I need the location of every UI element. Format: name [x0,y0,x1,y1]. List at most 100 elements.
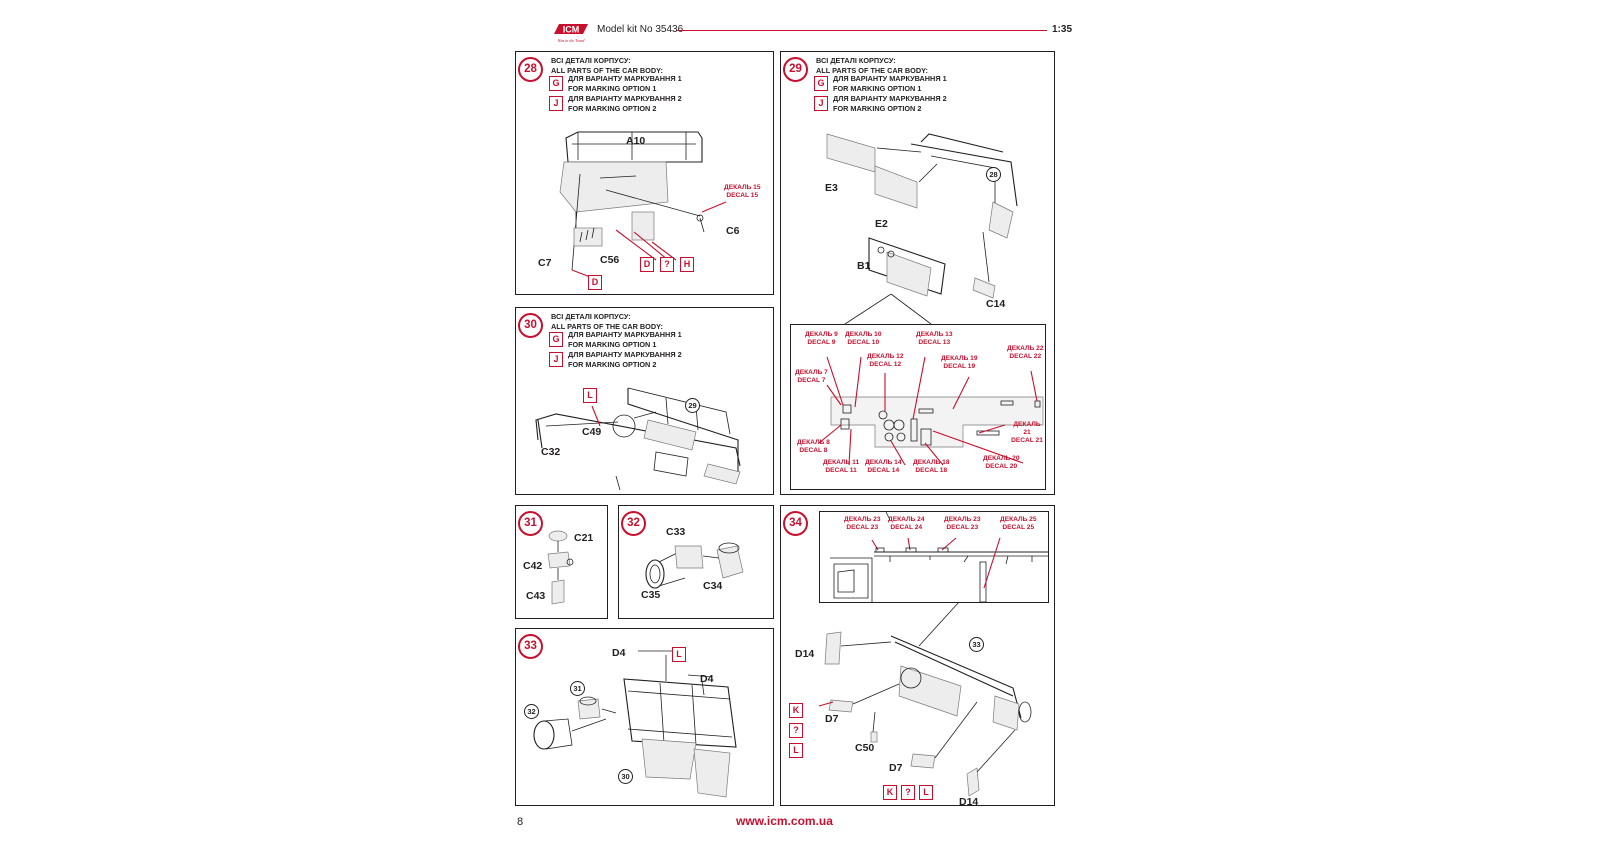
decal-21-label: ДЕКАЛЬ 21 DECAL 21 [1011,421,1043,444]
step-ref-29: 29 [685,398,700,413]
step-30-panel: 30 ВСІ ДЕТАЛІ КОРПУСУ:ALL PARTS OF THE C… [515,307,774,495]
kit-title: Model kit No 35436 [597,24,684,35]
part-label-c50: C50 [855,742,875,754]
part-label-c6: C6 [726,225,740,237]
part-label-e3: E3 [825,182,838,194]
part-label-e2: E2 [875,218,888,230]
part-label-c7: C7 [538,257,552,269]
header-rule [677,30,1047,31]
marking-g: G [549,76,563,91]
decal-24-label: ДЕКАЛЬ 24 DECAL 24 [888,516,925,531]
decal-9-label: ДЕКАЛЬ 9 DECAL 9 [805,331,838,346]
marking-l: L [583,388,597,403]
decal-8-label: ДЕКАЛЬ 8 DECAL 8 [797,439,830,454]
instruction-text: ВСІ ДЕТАЛІ КОРПУСУ:ALL PARTS OF THE CAR … [551,312,663,331]
part-label-c33: C33 [666,526,686,538]
part-label-c49: C49 [582,426,602,438]
part-label-c34: C34 [703,580,723,592]
marking-d: D [640,257,654,272]
instruction-text: ВСІ ДЕТАЛІ КОРПУСУ:ALL PARTS OF THE CAR … [816,56,928,75]
dashboard-detail-inset: ДЕКАЛЬ 9 DECAL 9 ДЕКАЛЬ 10 DECAL 10 ДЕКА… [790,324,1046,490]
part-label-d7-left: D7 [825,713,839,725]
decal-23-left-label: ДЕКАЛЬ 23 DECAL 23 [844,516,881,531]
step-29-panel: 29 ВСІ ДЕТАЛІ КОРПУСУ:ALL PARTS OF THE C… [780,51,1055,495]
bottom-marking-k: K [883,785,897,800]
step-34-panel: 34 ДЕКАЛЬ 23 DECAL 23 ДЕКАЛЬ 24 DECAL 24… [780,505,1055,808]
step-33-panel: 33 D4 L D4 31 32 30 [515,628,774,806]
step-ref-31: 31 [570,681,585,696]
part-label-c56: C56 [600,254,620,266]
marking-g: G [814,76,828,91]
page-number: 8 [517,816,524,828]
part-label-c43: C43 [526,590,546,602]
website-link[interactable]: www.icm.com.ua [736,814,833,828]
rollbar-detail-drawing [830,511,1048,603]
step-33-drawing [533,650,737,798]
scale-label: 1:35 [1052,24,1073,35]
icm-logo: ICM Was in the Trend [554,24,588,43]
step-32-drawing [645,542,744,589]
decal-18-label: ДЕКАЛЬ 18 DECAL 18 [913,459,950,474]
part-label-a10: A10 [626,135,646,147]
marking-g: G [549,332,563,347]
svg-text:Was in the Trend: Was in the Trend [558,38,586,43]
decal-11-label: ДЕКАЛЬ 11 DECAL 11 [823,459,860,474]
step-ref-32: 32 [524,704,539,719]
marking-h: H [680,257,694,272]
step-31-panel: 31 C21 C42 C43 [515,505,608,619]
step-number: 28 [518,57,543,82]
dashboard-detail-drawing [818,356,1044,466]
step-number: 34 [783,511,808,536]
part-label-c32: C32 [541,446,561,458]
part-label-c35: C35 [641,589,661,601]
step-ref-30: 30 [618,769,633,784]
bottom-marking-unknown: ? [901,785,915,800]
decal-15-label: ДЕКАЛЬ 15 DECAL 15 [724,184,761,199]
step-number: 32 [621,511,646,536]
step-30-drawing [535,387,741,491]
step-number: 33 [518,634,543,659]
decal-25-label: ДЕКАЛЬ 25 DECAL 25 [1000,516,1037,531]
decal-13-label: ДЕКАЛЬ 13 DECAL 13 [916,331,953,346]
marking-j: J [549,96,563,111]
part-label-c21: C21 [574,532,594,544]
instruction-page: ICM Was in the Trend Model kit No 35436 … [515,18,1092,850]
marking-j: J [549,352,563,367]
decal-23-right-label: ДЕКАЛЬ 23 DECAL 23 [944,516,981,531]
marking-l: L [672,647,686,662]
side-marking-l: L [789,743,803,758]
side-marking-k: K [789,703,803,718]
part-label-d7-bottom: D7 [889,762,903,774]
step-number: 29 [783,57,808,82]
step-28-panel: 28 ВСІ ДЕТАЛІ КОРПУСУ:ALL PARTS OF THE C… [515,51,774,295]
bottom-marking-l: L [919,785,933,800]
decal-22-label: ДЕКАЛЬ 22 DECAL 22 [1007,345,1044,360]
step-ref-28: 28 [986,167,1001,182]
step-number: 31 [518,511,543,536]
part-label-c14: C14 [986,298,1006,310]
part-label-d4-right: D4 [700,673,714,685]
step-number: 30 [518,313,543,338]
step-31-drawing [547,530,574,605]
part-label-d4-top: D4 [612,647,626,659]
marking-unknown: ? [660,257,674,272]
decal-10-label: ДЕКАЛЬ 10 DECAL 10 [845,331,882,346]
side-marking-unknown: ? [789,723,803,738]
part-label-d14-bottom: D14 [959,796,979,808]
part-label-d14-top: D14 [795,648,815,660]
decal-19-label: ДЕКАЛЬ 19 DECAL 19 [941,355,978,370]
marking-j: J [814,96,828,111]
instruction-text: ВСІ ДЕТАЛІ КОРПУСУ:ALL PARTS OF THE CAR … [551,56,663,75]
step-34-drawing [818,601,1032,797]
step-28-drawing [559,131,727,281]
rollbar-detail-inset: ДЕКАЛЬ 23 DECAL 23 ДЕКАЛЬ 24 DECAL 24 ДЕ… [819,511,1049,603]
part-label-c42: C42 [523,560,543,572]
marking-c7-d: D [588,275,602,290]
step-ref-33: 33 [969,637,984,652]
svg-text:ICM: ICM [563,25,580,35]
